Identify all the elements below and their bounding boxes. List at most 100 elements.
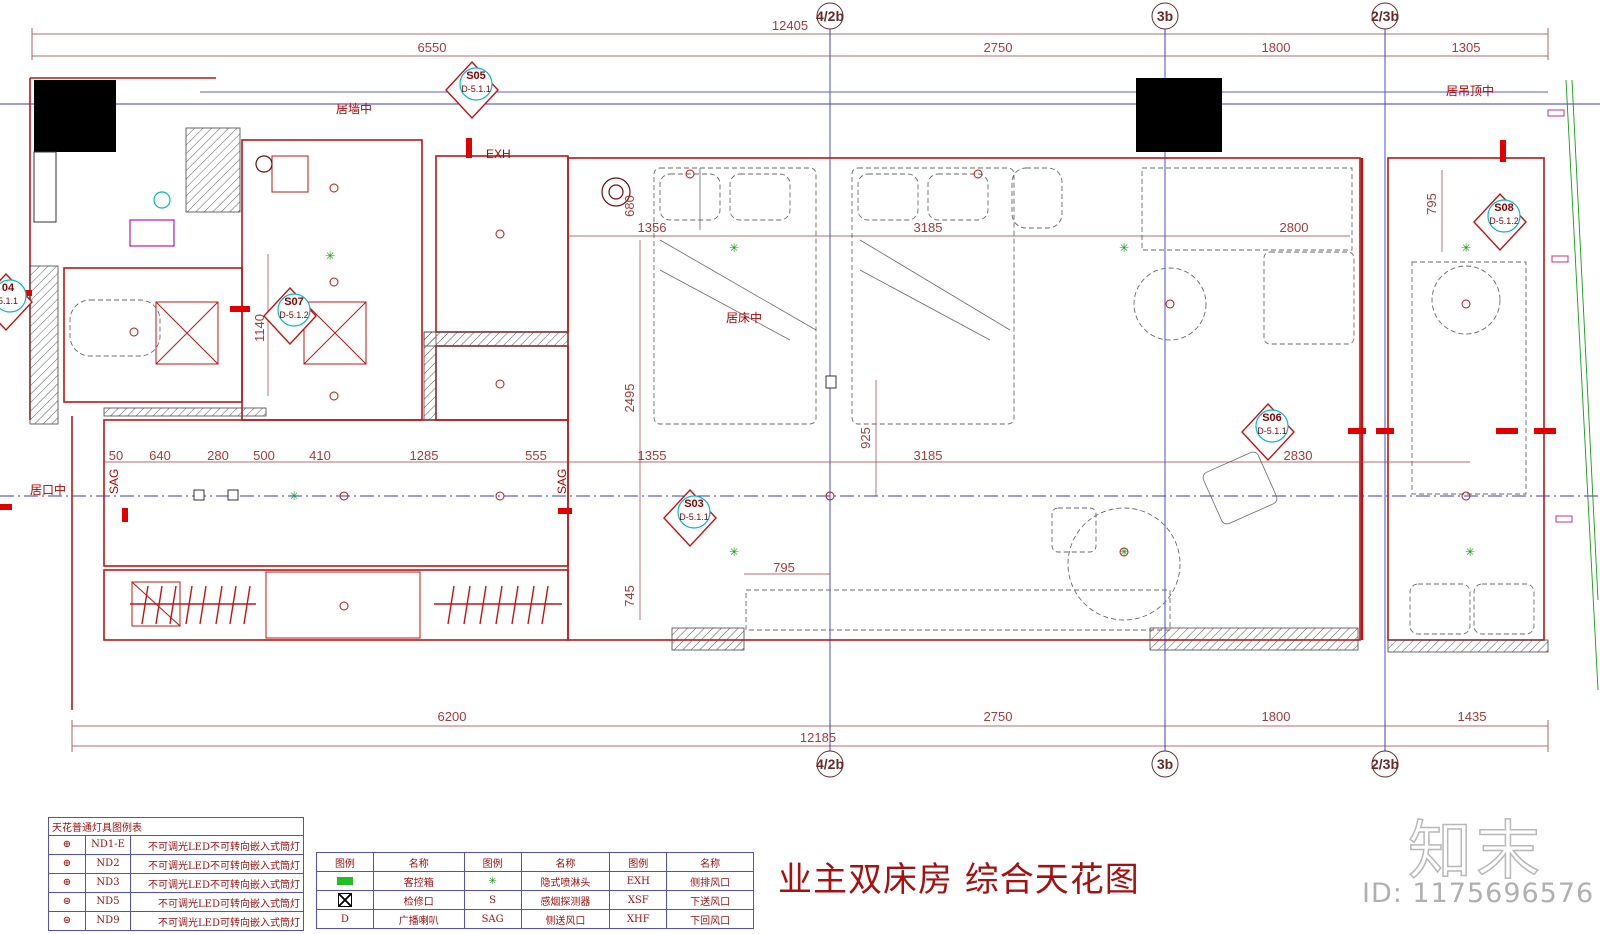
sprinklers: ✳ ✳ ✳ ✳ ✳ ✳ ✳ ✳ bbox=[289, 241, 1475, 559]
table-row: ⊕ ND3 不可调光LED不可转向嵌入式筒灯 bbox=[49, 874, 303, 893]
section-tag-s07: S07 bbox=[284, 296, 304, 308]
dim-room-3: 2830 bbox=[1284, 448, 1313, 463]
dim-corridor-1: 50 bbox=[109, 448, 123, 463]
fixture-desc: 不可调光LED可转向嵌入式筒灯 bbox=[158, 917, 300, 929]
adjustable-downlight-icon: ⊜ bbox=[49, 912, 86, 930]
cyan-fixture bbox=[153, 191, 171, 209]
symbol-name: 侧排风口 bbox=[690, 877, 731, 889]
header-cell: 图例 bbox=[317, 853, 374, 871]
symbol-name: 检修口 bbox=[374, 891, 465, 909]
brand-mark: 知末 bbox=[1407, 814, 1544, 890]
wall-markers bbox=[0, 138, 1556, 522]
grid-label-bottom-1: 4/2b bbox=[816, 756, 844, 772]
speaker-icon: D bbox=[317, 910, 374, 928]
grid-bubbles bbox=[816, 2, 1399, 778]
dim-bottom-1: 6200 bbox=[438, 709, 467, 724]
section-tag-04: 04 bbox=[2, 282, 15, 294]
label-sag-right: SAG bbox=[555, 469, 569, 494]
grid-label-top-1: 4/2b bbox=[816, 8, 844, 24]
svg-text:✳: ✳ bbox=[1119, 241, 1129, 255]
column-block-right bbox=[1136, 78, 1222, 152]
wardrobe-hangers bbox=[130, 585, 562, 625]
interior-dims bbox=[104, 170, 1470, 620]
header-cell: 图例 bbox=[465, 853, 522, 871]
symbol-code: XHF bbox=[610, 910, 668, 928]
section-tag-text: S05 D-5.1.1 S07 D-5.1.2 S03 D-5.1.1 S06 … bbox=[0, 70, 1519, 522]
walls bbox=[29, 77, 1545, 710]
round-ceiling-lights bbox=[255, 155, 631, 207]
access-panel-icon bbox=[317, 891, 374, 909]
header-cell: 名称 bbox=[374, 853, 465, 871]
fixture-desc: 不可调光LED可转向嵌入式筒灯 bbox=[158, 898, 300, 910]
fixture-code: ND2 bbox=[86, 855, 131, 873]
dim-corridor-3: 280 bbox=[207, 448, 229, 463]
svg-text:✳: ✳ bbox=[289, 489, 299, 503]
label-center-door: 居口中 bbox=[30, 482, 66, 497]
symbol-name: 下送风口 bbox=[690, 896, 731, 908]
dim-bottom-4: 1435 bbox=[1458, 709, 1487, 724]
downlight-icon: ⊕ bbox=[49, 874, 86, 892]
adjustable-downlight-icon: ⊜ bbox=[49, 893, 86, 911]
symbol-name: 下回风口 bbox=[690, 915, 731, 927]
dim-vertical-3: 925 bbox=[858, 427, 873, 449]
section-ref-s05: D-5.1.1 bbox=[461, 84, 491, 94]
window-frames bbox=[1547, 109, 1573, 523]
dim-room-2: 3185 bbox=[914, 448, 943, 463]
table-row: 客控箱 ✳ 隐式喷淋头 EXH 侧排风口 bbox=[317, 872, 753, 891]
hatched-walls bbox=[29, 127, 1549, 653]
window-lines bbox=[1565, 79, 1599, 691]
table-header-row: 图例 名称 图例 名称 图例 名称 bbox=[317, 853, 753, 872]
dim-top-total: 12405 bbox=[772, 18, 808, 33]
control-box-icon bbox=[317, 872, 374, 890]
table-row: ⊜ ND5 不可调光LED可转向嵌入式筒灯 bbox=[49, 893, 303, 912]
symbol-name: 侧送风口 bbox=[522, 910, 611, 928]
table-row: D 广播喇叭 SAG 侧送风口 XHF 下回风口 bbox=[317, 910, 753, 928]
downlight-icon: ⊕ bbox=[49, 836, 86, 854]
symbol-name: 广播喇叭 bbox=[374, 910, 465, 928]
grid-label-bottom-2: 3b bbox=[1157, 756, 1173, 772]
dim-top-4: 1305 bbox=[1452, 40, 1481, 55]
fixture-desc: 不可调光LED不可转向嵌入式筒灯 bbox=[148, 841, 300, 853]
section-ref-04: 5.1.1 bbox=[0, 296, 18, 306]
room-dims-text: 1355 3185 2830 1356 3185 2800 795 bbox=[638, 220, 1313, 575]
dim-room-1: 1355 bbox=[638, 448, 667, 463]
wardrobe-partition bbox=[265, 571, 421, 639]
symbol-name: 客控箱 bbox=[374, 872, 465, 890]
section-tags bbox=[0, 60, 1527, 548]
diffusers bbox=[131, 155, 367, 627]
table-row: ⊜ ND9 不可调光LED可转向嵌入式筒灯 bbox=[49, 912, 303, 930]
white-panel-left bbox=[33, 151, 57, 223]
symbol-legend-table: 图例 名称 图例 名称 图例 名称 客控箱 ✳ 隐式喷淋头 EXH 侧排风口 检… bbox=[316, 852, 754, 929]
section-tag-s03: S03 bbox=[684, 498, 704, 510]
dim-vertical-6: 680 bbox=[622, 195, 637, 217]
section-ref-s03: D-5.1.1 bbox=[679, 512, 709, 522]
symbol-code: EXH bbox=[610, 872, 668, 890]
dim-vertical-1: 2495 bbox=[622, 384, 637, 413]
sprinkler-icon: ✳ bbox=[465, 872, 522, 890]
table-row: 检修口 S 感烟探测器 XSF 下送风口 bbox=[317, 891, 753, 910]
header-cell: 名称 bbox=[522, 853, 611, 871]
image-id: ID: 1175696576 bbox=[1362, 878, 1595, 909]
fixture-code: ND5 bbox=[86, 893, 131, 911]
symbol-code: SAG bbox=[465, 910, 522, 928]
svg-text:✳: ✳ bbox=[729, 545, 739, 559]
header-cell: 名称 bbox=[700, 858, 721, 870]
table-row: ⊕ ND2 不可调光LED不可转向嵌入式筒灯 bbox=[49, 855, 303, 874]
grid-label-top-2: 3b bbox=[1157, 8, 1173, 24]
label-exh: EXH bbox=[486, 147, 511, 161]
dim-top-1: 6550 bbox=[418, 40, 447, 55]
section-ref-s06: D-5.1.1 bbox=[1257, 426, 1287, 436]
center-labels: 居墙中 居床中 居吊顶中 居口中 EXH SAG SAG bbox=[30, 83, 1494, 497]
svg-text:✳: ✳ bbox=[1465, 545, 1475, 559]
vertical-dims-text: 2495 745 925 1140 795 680 bbox=[252, 193, 1439, 607]
section-ref-s07: D-5.1.2 bbox=[279, 310, 309, 320]
dim-room-top-3: 2800 bbox=[1280, 220, 1309, 235]
dim-vertical-2: 745 bbox=[622, 585, 637, 607]
bottom-dims-text: 6200 2750 1800 1435 12185 bbox=[438, 709, 1487, 745]
dim-room-top-2: 3185 bbox=[914, 220, 943, 235]
section-tag-s06: S06 bbox=[1262, 412, 1282, 424]
bed-fold-lines bbox=[659, 168, 1278, 525]
dim-bottom-total: 12185 bbox=[800, 730, 836, 745]
grid-label-top-3: 2/3b bbox=[1371, 8, 1399, 24]
